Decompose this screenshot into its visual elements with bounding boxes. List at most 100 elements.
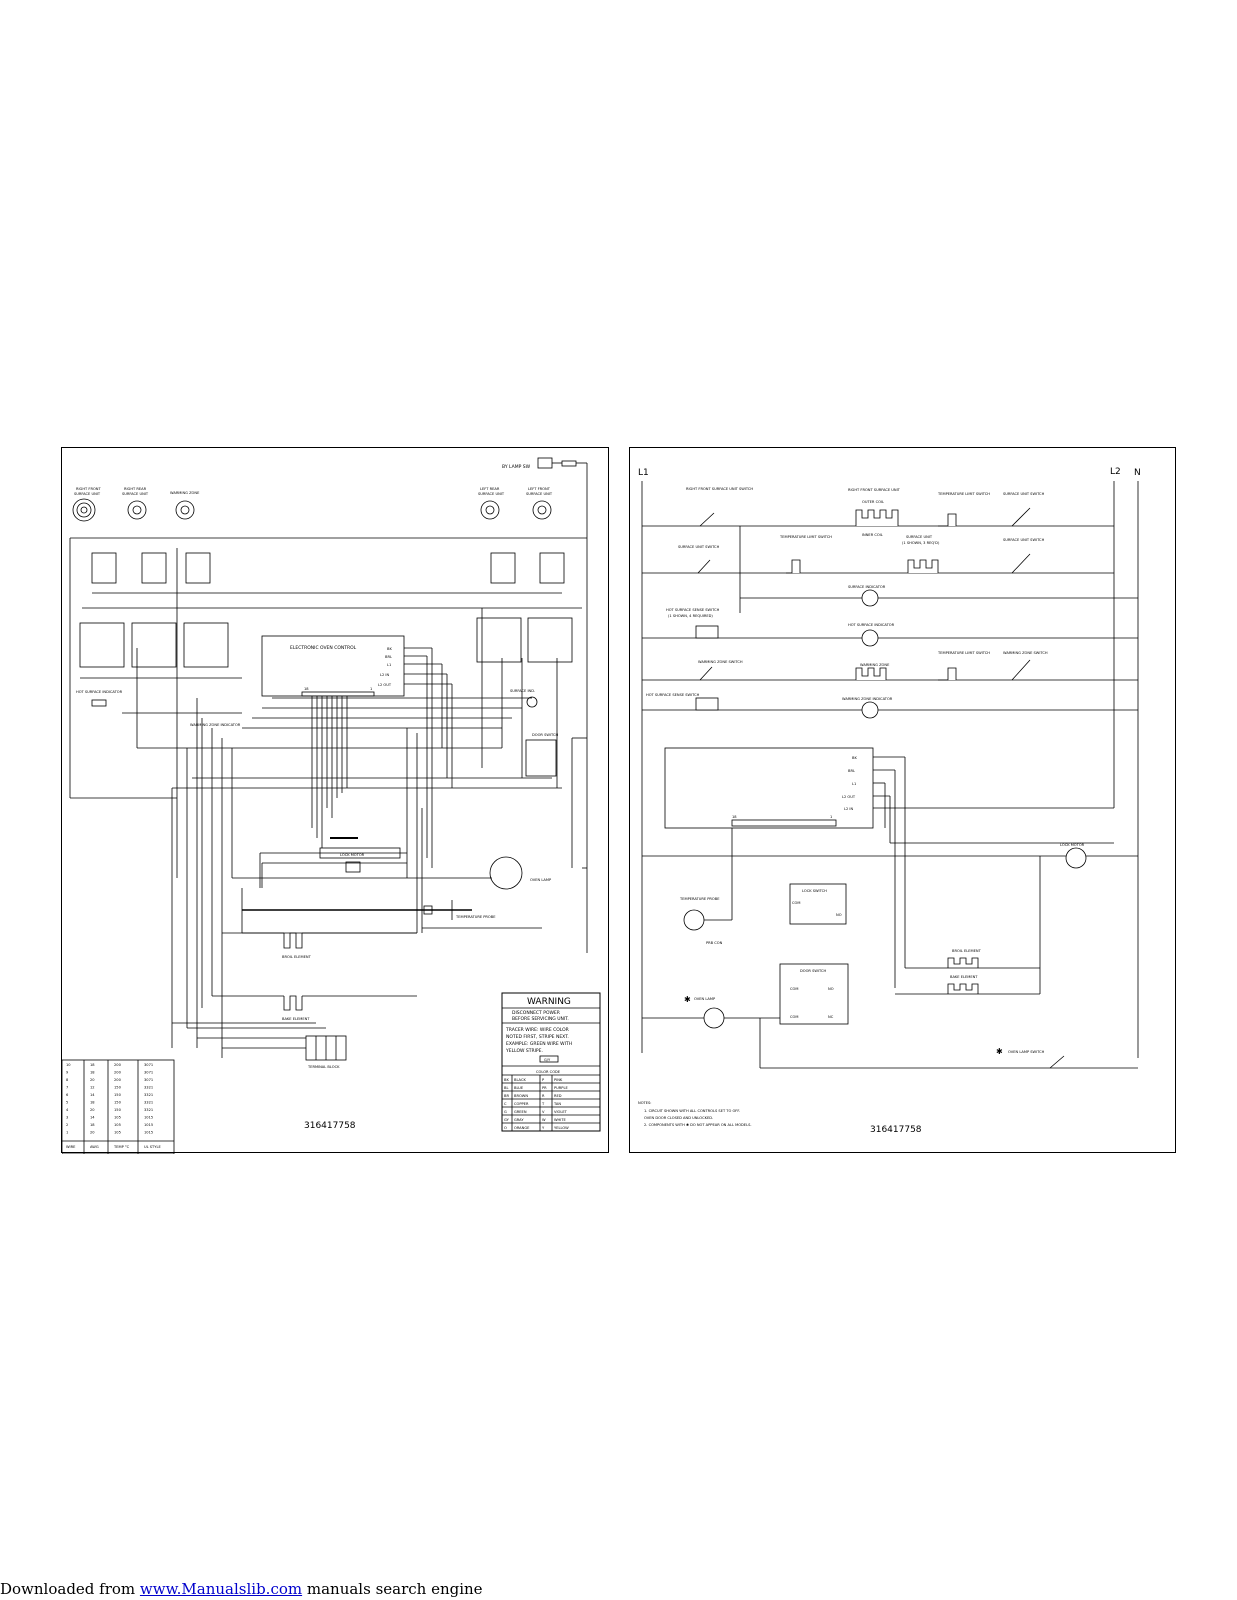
color-code-cell: G — [504, 1110, 507, 1114]
svg-text:TEMPERATURE LIMIT SWITCH: TEMPERATURE LIMIT SWITCH — [937, 492, 990, 496]
rail-l1-label: L1 — [638, 468, 649, 478]
svg-text:BK: BK — [852, 756, 857, 760]
svg-text:BEFORE SERVICING UNIT.: BEFORE SERVICING UNIT. — [512, 1016, 569, 1022]
svg-text:2. COMPONENTS WITH ✱ DO NOT: 2. COMPONENTS WITH ✱ DO NOT APPEAR ON AL… — [644, 1123, 752, 1127]
color-code-cell: TAN — [553, 1102, 561, 1106]
wire-table-cell: 105 — [114, 1131, 121, 1135]
wire-table-cell: 1015 — [144, 1123, 153, 1127]
color-code-cell: C — [504, 1102, 507, 1106]
svg-text:YELLOW STRIPE.: YELLOW STRIPE. — [505, 1048, 543, 1054]
svg-text:(1 SHOWN, 4 REQUIRED): (1 SHOWN, 4 REQUIRED) — [668, 614, 713, 618]
burner-warming-zone: WARMING ZONE — [170, 491, 200, 520]
burner-right-front: RIGHT FRONT SURFACE UNIT — [72, 487, 101, 522]
surface-ind-label: SURFACE IND. — [510, 689, 535, 693]
wire-table-cell: 200 — [114, 1071, 122, 1075]
svg-text:TEMPERATURE LIMIT SWITCH: TEMPERATURE LIMIT SWITCH — [779, 535, 832, 539]
svg-text:RIGHT FRONT SURFACE UNIT: RIGHT FRONT SURFACE UNIT — [848, 488, 901, 492]
color-code-cell: T — [541, 1102, 545, 1106]
svg-text:BROIL ELEMENT: BROIL ELEMENT — [952, 949, 982, 953]
wire-table-cell: 18 — [90, 1101, 95, 1105]
svg-text:WARMING ZONE: WARMING ZONE — [170, 491, 200, 495]
wire-table-cell: 3071 — [144, 1071, 153, 1075]
color-code-cell: PURPLE — [554, 1086, 568, 1090]
color-code-cell: Y — [542, 1126, 545, 1130]
svg-text:1: 1 — [370, 687, 372, 691]
svg-text:G/Y: G/Y — [544, 1058, 551, 1062]
bake-element: BAKE ELEMENT — [282, 995, 310, 1021]
schematic-lock-motor: LOCK MOTOR — [1060, 843, 1087, 869]
svg-text:NO: NO — [836, 913, 842, 917]
svg-text:SURFACE UNIT SWITCH: SURFACE UNIT SWITCH — [1003, 492, 1045, 496]
hot-surface-indicator-label: HOT SURFACE INDICATOR — [76, 690, 123, 694]
svg-text:LEFT REAR: LEFT REAR — [480, 487, 500, 491]
svg-text:HOT SURFACE INDICATOR: HOT SURFACE INDICATOR — [848, 623, 895, 627]
wire-table-cell: 150 — [114, 1086, 122, 1090]
schematic-panel: L1 L2 N RIGHT FRONT SURFACE UNIT SWITCH … — [629, 447, 1176, 1153]
wire-table-cell: 20 — [90, 1108, 95, 1112]
wire-table-cell: 3321 — [144, 1093, 153, 1097]
svg-text:18: 18 — [304, 687, 309, 691]
wire-table-cell: 3321 — [144, 1101, 153, 1105]
electronic-oven-control: ELECTRONIC OVEN CONTROL BK BRL L1 L2 IN … — [261, 635, 405, 697]
svg-text:DISCONNECT POWER: DISCONNECT POWER — [512, 1010, 560, 1016]
color-code-cell: BK — [504, 1078, 509, 1082]
terminal-block: TERMINAL BLOCK — [305, 1035, 347, 1069]
wire-table-cell: 6 — [66, 1093, 69, 1097]
svg-text:ELECTRONIC OVEN CONTROL: ELECTRONIC OVEN CONTROL — [290, 645, 357, 651]
color-code-cell: WHITE — [554, 1118, 567, 1122]
door-switch-label: DOOR SWITCH — [532, 733, 558, 737]
svg-text:SURFACE UNIT: SURFACE UNIT — [906, 535, 933, 539]
wire-table-cell: 14 — [90, 1093, 95, 1097]
wire-table-cell: 2 — [66, 1123, 68, 1127]
color-code-cell: BLUE — [514, 1086, 524, 1090]
wire-table-cell: 4 — [66, 1108, 69, 1112]
svg-text:WARMING ZONE SWITCH: WARMING ZONE SWITCH — [1003, 651, 1048, 655]
svg-text:HOT SURFACE SENSE SWITCH: HOT SURFACE SENSE SWITCH — [646, 693, 700, 697]
lock-motor: LOCK MOTOR — [319, 837, 401, 873]
svg-text:TERMINAL BLOCK: TERMINAL BLOCK — [307, 1065, 340, 1069]
lamp-sw-label: BY LAMP SW — [502, 464, 531, 470]
svg-text:BROIL ELEMENT: BROIL ELEMENT — [282, 955, 312, 959]
color-code-cell: ORANGE — [514, 1126, 530, 1130]
color-code-cell: VIOLET — [554, 1110, 568, 1114]
wire-table-cell: 9 — [66, 1071, 69, 1075]
svg-text:OUTER COIL: OUTER COIL — [862, 500, 884, 504]
color-code-cell: COPPER — [514, 1102, 529, 1106]
part-number: 316417758 — [304, 1121, 356, 1131]
svg-text:18: 18 — [732, 815, 737, 819]
svg-text:RIGHT REAR: RIGHT REAR — [124, 487, 147, 491]
svg-text:EXAMPLE: GREEN WIRE WITH: EXAMPLE: GREEN WIRE WITH — [506, 1041, 572, 1047]
svg-text:✱: ✱ — [684, 995, 691, 1004]
svg-text:BK: BK — [387, 647, 392, 651]
wire-table-cell: 105 — [114, 1123, 121, 1127]
svg-text:OVEN LAMP: OVEN LAMP — [530, 878, 552, 882]
wire-table-cell: 18 — [90, 1071, 95, 1075]
svg-text:L2 IN: L2 IN — [380, 673, 389, 677]
svg-text:SURFACE UNIT SWITCH: SURFACE UNIT SWITCH — [678, 545, 720, 549]
download-footer: Downloaded from www.Manualslib.com manua… — [0, 1580, 483, 1598]
wire-table-cell: 10 — [66, 1063, 71, 1067]
svg-text:✱: ✱ — [996, 1047, 1003, 1056]
svg-text:WARNING: WARNING — [527, 997, 571, 1007]
wire-table-cell: 3321 — [144, 1086, 153, 1090]
wire-table-cell: 18 — [90, 1063, 95, 1067]
color-code-cell: P — [542, 1078, 545, 1082]
svg-text:RIGHT FRONT: RIGHT FRONT — [76, 487, 101, 491]
svg-text:1: 1 — [830, 815, 832, 819]
color-code-cell: PINK — [554, 1078, 563, 1082]
wiring-diagram: BY LAMP SW RIGHT FRONT SURFACE UNIT RIGH… — [62, 457, 601, 1154]
wire-table-cell: 20 — [90, 1131, 95, 1135]
schematic-part-number: 316417758 — [870, 1125, 922, 1135]
svg-text:COM: COM — [792, 901, 800, 905]
wire-table-cell: 1015 — [144, 1116, 153, 1120]
footer-prefix: Downloaded from — [0, 1580, 140, 1598]
color-code-cell: R — [542, 1094, 545, 1098]
wire-table-cell: 18 — [90, 1123, 95, 1127]
manualslib-link[interactable]: www.Manualslib.com — [139, 1580, 303, 1598]
warming-zone-indicator-label: WARMING ZONE INDICATOR — [190, 723, 241, 727]
svg-text:OVEN DOOR CLOSED AND UNLOCKED.: OVEN DOOR CLOSED AND UNLOCKED. — [644, 1116, 713, 1120]
svg-text:TEMPERATURE PROBE: TEMPERATURE PROBE — [455, 915, 496, 919]
color-code-cell: W — [542, 1118, 546, 1122]
temperature-probe: TEMPERATURE PROBE — [242, 900, 496, 920]
